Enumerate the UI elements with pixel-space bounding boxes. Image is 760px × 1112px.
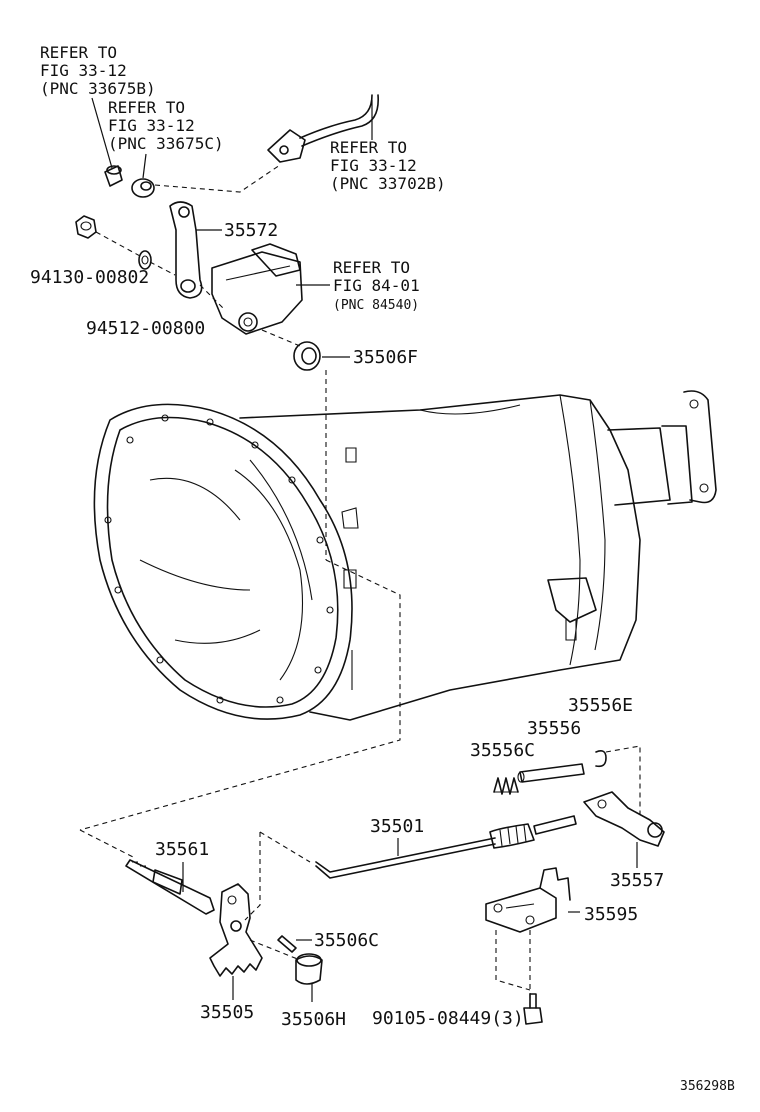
label-35506h: 35506H — [281, 1009, 346, 1030]
dash-to-rod — [259, 831, 311, 863]
ref-33702b-line3: (PNC 33702B) — [330, 174, 446, 193]
cable-end-33702b — [267, 94, 379, 163]
dash-shaft-lever — [244, 832, 261, 921]
dash-grommet-cable — [154, 164, 281, 193]
label-35505: 35505 — [200, 1002, 254, 1023]
ref-84540-line1: REFER TO — [333, 258, 410, 277]
bracket-35595 — [485, 867, 571, 933]
neutral-switch — [211, 243, 303, 335]
ref-33702b-line1: REFER TO — [330, 138, 407, 157]
dash-lever-switch — [199, 284, 226, 311]
label-35556c: 35556C — [470, 740, 535, 761]
dash-switch-seal — [261, 329, 301, 347]
ref-33702b-line2: FIG 33-12 — [330, 156, 417, 175]
rod-35501 — [315, 815, 577, 879]
leader-33675b — [91, 97, 113, 169]
ref-note-33702b: REFER TO FIG 33-12 (PNC 33702B) — [330, 138, 446, 193]
ref-33675b-line1: REFER TO — [40, 43, 117, 62]
ref-33675b-line2: FIG 33-12 — [40, 61, 127, 80]
dash-washer-lever — [149, 261, 176, 276]
label-94512-00800: 94512-00800 — [86, 318, 205, 339]
seal-35506f — [293, 341, 321, 371]
ref-84540-line3: (PNC 84540) — [333, 298, 419, 313]
bolt-90105 — [523, 993, 543, 1025]
ref-33675c-line1: REFER TO — [108, 98, 185, 117]
clip-35556e — [595, 750, 607, 768]
dash-clip-lever — [605, 745, 641, 815]
dash-case-shaft — [79, 559, 401, 831]
lever-35557 — [583, 791, 665, 847]
label-90105-08449: 90105-08449(3) — [372, 1008, 524, 1029]
leader-33675c — [142, 153, 147, 179]
pin-35556 — [517, 763, 585, 783]
collar-35506h — [295, 953, 323, 985]
dash-bracket-bolt — [495, 930, 531, 991]
ref-note-84540: REFER TO FIG 84-01 (PNC 84540) — [333, 258, 420, 313]
ref-33675c-line3: (PNC 33675C) — [108, 134, 224, 153]
detent-lever-35505 — [209, 883, 263, 977]
label-35572: 35572 — [224, 220, 278, 241]
label-35557: 35557 — [610, 870, 664, 891]
grommet-33675c — [131, 178, 155, 198]
nut-94130 — [75, 215, 97, 239]
dash-to-shaft — [79, 829, 136, 859]
ref-note-33675b: REFER TO FIG 33-12 (PNC 33675B) — [40, 43, 156, 98]
label-35501: 35501 — [370, 816, 424, 837]
label-35506c: 35506C — [314, 930, 379, 951]
label-35506f: 35506F — [353, 347, 418, 368]
spring-35556c — [493, 777, 519, 795]
label-35556e: 35556E — [568, 695, 633, 716]
shaft-35561 — [125, 859, 215, 915]
label-35561: 35561 — [155, 839, 209, 860]
label-35595: 35595 — [584, 904, 638, 925]
label-94130-00802: 94130-00802 — [30, 267, 149, 288]
pin-35506c — [277, 935, 297, 953]
label-35556: 35556 — [527, 718, 581, 739]
ref-33675b-line3: (PNC 33675B) — [40, 79, 156, 98]
lever-35572 — [169, 201, 203, 299]
ref-33675c-line2: FIG 33-12 — [108, 116, 195, 135]
bushing-33675b — [104, 165, 123, 187]
ref-84540-line2: FIG 84-01 — [333, 276, 420, 295]
transmission-case — [93, 390, 717, 721]
washer-94512 — [138, 250, 152, 270]
dash-nut-washer — [95, 231, 141, 257]
ref-note-33675c: REFER TO FIG 33-12 (PNC 33675C) — [108, 98, 224, 153]
diagram-code: 356298B — [680, 1079, 735, 1094]
